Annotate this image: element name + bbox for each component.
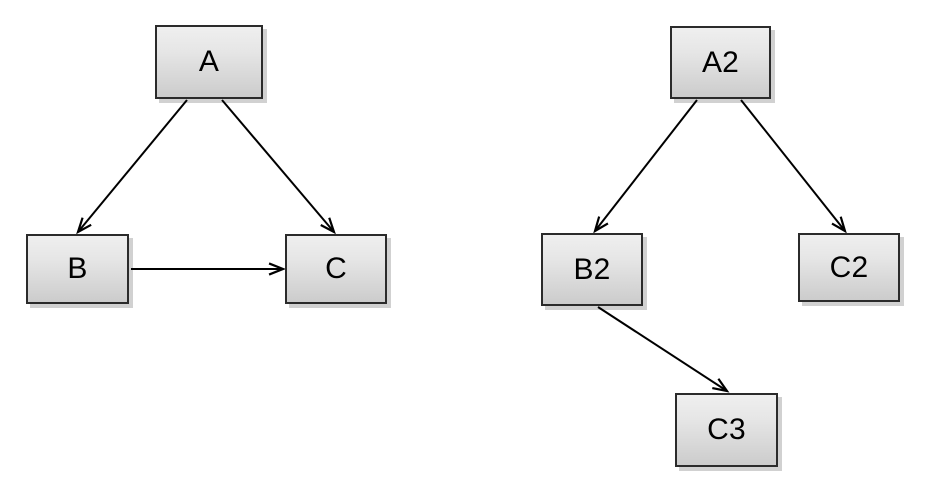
arrowhead-icon [320,217,336,235]
edge-line [77,99,188,233]
edge-line [221,99,335,233]
node-label: B [67,252,88,285]
arrowhead-icon [712,378,730,393]
arrowhead-icon [268,262,286,276]
node-c[interactable]: C [285,234,387,304]
edge-a2-b2 [593,99,698,234]
edge-a-b [76,99,188,235]
edge-line [740,99,846,232]
node-c2[interactable]: C2 [798,233,900,302]
arrowhead-icon [831,216,847,234]
node-label: B2 [573,252,611,286]
arrowhead-icon [76,217,92,235]
node-c3[interactable]: C3 [675,393,778,467]
node-label: C2 [829,250,869,284]
edge-line [594,99,698,232]
edge-a2-c2 [740,99,847,234]
node-label: C [325,252,347,285]
edge-b-c [131,262,286,276]
node-b[interactable]: B [26,234,129,304]
arrowhead-icon [593,216,609,234]
edge-line [597,306,728,392]
node-label: A [198,45,220,78]
edge-b2-c3 [597,306,730,393]
node-a[interactable]: A [155,25,263,99]
node-label: C3 [707,413,746,446]
node-b2[interactable]: B2 [541,233,643,306]
edge-a-c [221,99,336,235]
node-label: A2 [701,45,740,79]
node-a2[interactable]: A2 [670,26,771,99]
